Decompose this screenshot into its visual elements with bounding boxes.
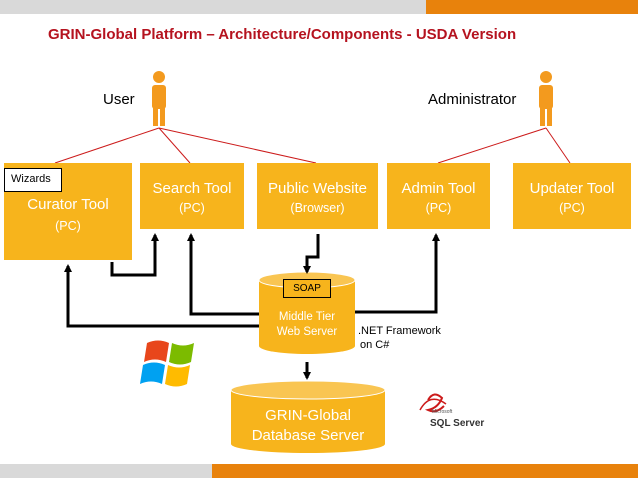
middle-tier-line1: Middle Tier [278, 311, 336, 323]
search-tool-name: Search Tool [152, 180, 232, 197]
public-website-box: Public Website (Browser) [257, 163, 378, 229]
database-line1: GRIN-Global [265, 407, 351, 424]
soap-label: SOAP [283, 279, 331, 298]
user-icon [152, 71, 166, 126]
actor-connectors [54, 127, 571, 164]
middle-tier-line2: Web Server [276, 326, 338, 338]
database-line2: Database Server [251, 427, 365, 444]
component-connectors [64, 233, 440, 380]
curator-tool-name: Curator Tool [27, 196, 109, 213]
sql-server-logo-icon: Microsoft SQL Server [419, 393, 484, 429]
bottom-band-gray [0, 464, 212, 478]
administrator-label: Administrator [428, 91, 517, 108]
updater-tool-box: Updater Tool (PC) [513, 163, 631, 229]
top-band-orange [426, 0, 638, 14]
updater-tool-sub: (PC) [559, 201, 585, 215]
framework-line1: .NET Framework [358, 325, 441, 337]
database-label: GRIN-Global Database Server [231, 406, 385, 446]
sql-logo-main-text: SQL Server [430, 418, 484, 429]
database-cylinder [230, 380, 386, 453]
updater-tool-name: Updater Tool [529, 180, 615, 197]
middle-tier-label: Middle Tier Web Server [259, 310, 355, 340]
framework-label: .NET Framework on C# [358, 324, 441, 352]
windows-logo-icon [140, 340, 194, 387]
search-tool-sub: (PC) [179, 201, 205, 215]
search-tool-box: Search Tool (PC) [140, 163, 244, 229]
administrator-icon [539, 71, 553, 126]
wizards-label: Wizards [4, 168, 62, 192]
admin-tool-box: Admin Tool (PC) [387, 163, 490, 229]
admin-tool-sub: (PC) [425, 201, 452, 215]
bottom-band-orange [212, 464, 638, 478]
page-title: GRIN-Global Platform – Architecture/Comp… [48, 26, 517, 43]
top-band-gray [0, 0, 426, 14]
public-website-sub: (Browser) [290, 201, 345, 215]
public-website-name: Public Website [268, 180, 367, 197]
admin-tool-name: Admin Tool [401, 180, 476, 197]
user-label: User [103, 91, 135, 108]
framework-line2: on C# [360, 339, 390, 351]
curator-tool-sub: (PC) [55, 219, 81, 233]
sql-logo-small-text: Microsoft [432, 409, 453, 415]
